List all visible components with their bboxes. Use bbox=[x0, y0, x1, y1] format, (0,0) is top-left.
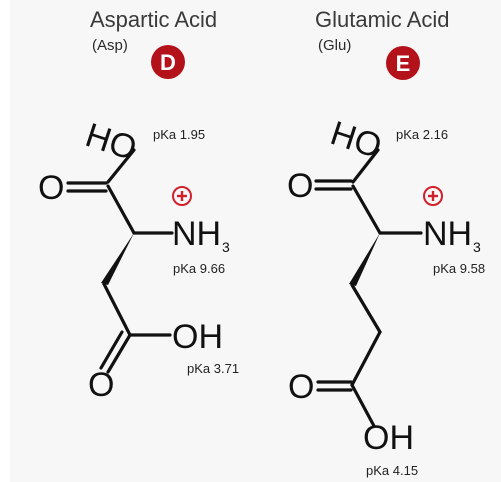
bond-c1-ca bbox=[351, 184, 382, 235]
atom-side-oh: OH bbox=[172, 318, 223, 356]
atom-ho: HO bbox=[326, 114, 386, 166]
pka-side-label: pKa 4.15 bbox=[366, 463, 418, 478]
badge-circle bbox=[386, 46, 420, 80]
bond-c1-ca bbox=[106, 184, 136, 235]
letter-badge-d: D bbox=[151, 45, 185, 79]
atom-side-oh: OH bbox=[363, 419, 414, 457]
bond-cg-o-double-a bbox=[106, 333, 132, 374]
bond-cg-o-double-b bbox=[99, 330, 124, 370]
bond-cd-oh bbox=[350, 383, 376, 428]
atom-ho: HO bbox=[81, 116, 141, 168]
badge-letter: D bbox=[160, 50, 176, 75]
atom-carbonyl-o: O bbox=[287, 167, 313, 205]
atom-nh: NH bbox=[423, 215, 472, 253]
pka-side-label: pKa 3.71 bbox=[187, 361, 239, 376]
glutamic-acid-title: Glutamic Acid bbox=[315, 7, 450, 32]
bond-c1-oh bbox=[351, 148, 380, 184]
atom-nh-subscript: 3 bbox=[222, 239, 230, 255]
bond-cb-cg bbox=[350, 283, 382, 334]
charge-plus-icon bbox=[423, 186, 443, 206]
aspartic-acid-structure: Aspartic Acid (Asp) D HO pKa 1.95 O NH 3… bbox=[38, 7, 239, 404]
atom-carbonyl-o: O bbox=[38, 169, 64, 207]
glutamic-acid-abbr: (Glu) bbox=[318, 37, 351, 54]
bond-cg-cd bbox=[350, 330, 382, 387]
atom-nh-subscript: 3 bbox=[473, 239, 481, 255]
pka-amine-label: pKa 9.58 bbox=[433, 261, 485, 276]
wedge-bond-ca-cb bbox=[349, 233, 380, 286]
aspartic-acid-title: Aspartic Acid bbox=[90, 7, 217, 32]
pka-amine-label: pKa 9.66 bbox=[173, 261, 225, 276]
glutamic-acid-structure: Glutamic Acid (Glu) E HO pKa 2.16 O NH 3… bbox=[287, 7, 485, 478]
pka-carboxyl-label: pKa 2.16 bbox=[396, 127, 448, 142]
bond-cb-cg bbox=[102, 282, 132, 337]
badge-circle bbox=[151, 45, 185, 79]
atom-side-carbonyl-o: O bbox=[88, 366, 114, 404]
diagram-canvas bbox=[10, 0, 501, 482]
pka-carboxyl-label: pKa 1.95 bbox=[153, 127, 205, 142]
wedge-bond-ca-cb bbox=[101, 233, 134, 285]
bond-c1-oh bbox=[106, 148, 136, 184]
atom-side-carbonyl-o: O bbox=[288, 368, 314, 406]
letter-badge-e: E bbox=[386, 46, 420, 80]
charge-plus-icon bbox=[172, 186, 192, 206]
atom-nh: NH bbox=[172, 215, 221, 253]
badge-letter: E bbox=[396, 51, 411, 76]
aspartic-acid-abbr: (Asp) bbox=[92, 37, 128, 54]
